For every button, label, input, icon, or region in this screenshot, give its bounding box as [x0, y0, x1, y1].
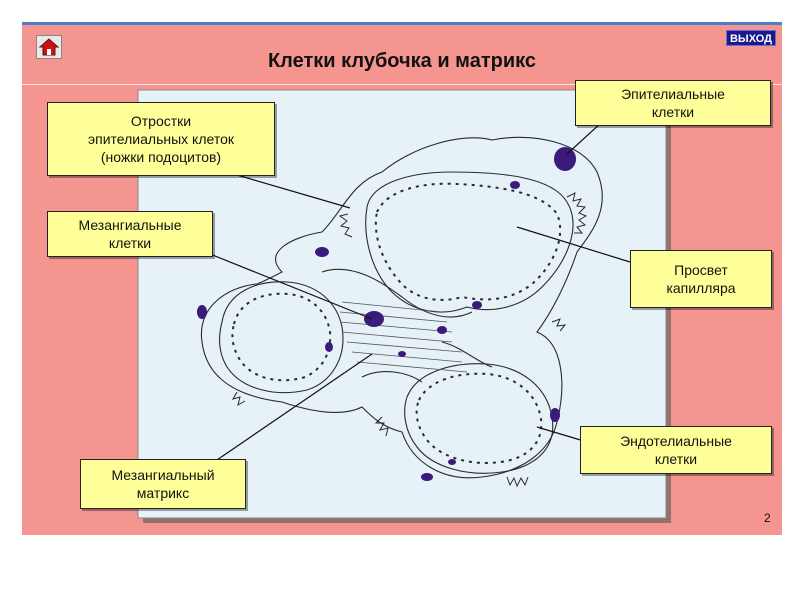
label-epithelial-cells: Эпителиальные клетки: [575, 80, 771, 126]
mesangial-matrix-hatch: [339, 301, 468, 373]
exit-button[interactable]: ВЫХОД: [726, 30, 776, 46]
slide: ВЫХОД Клетки клубочка и матрикс: [22, 22, 782, 535]
epithelial-nucleus: [554, 147, 576, 171]
house-icon: [38, 38, 60, 56]
label-endothelial-cells: Эндотелиальные клетки: [580, 426, 772, 474]
home-button[interactable]: [36, 35, 62, 59]
label-mesangial-matrix: Мезангиальный матрикс: [80, 459, 246, 509]
label-podocyte-processes: Отростки эпителиальных клеток (ножки под…: [47, 102, 275, 176]
page-bottom-area: [0, 535, 800, 600]
glomerulus-outline: [200, 136, 603, 479]
capillary-bottom-right: [404, 363, 554, 474]
page-number: 2: [764, 511, 771, 525]
slide-title: Клетки клубочка и матрикс: [267, 50, 537, 72]
cell-nuclei: [197, 147, 576, 481]
capillary-top: [365, 171, 574, 313]
endothelial-nucleus: [550, 408, 560, 422]
slide-top-bar: [22, 22, 782, 25]
mesangial-nucleus: [364, 311, 384, 327]
label-capillary-lumen: Просвет капилляра: [630, 250, 772, 308]
label-mesangial-cells: Мезангиальные клетки: [47, 211, 213, 257]
callout-pointers: [209, 121, 631, 463]
capillary-left: [218, 281, 344, 394]
title-divider: [22, 84, 782, 85]
